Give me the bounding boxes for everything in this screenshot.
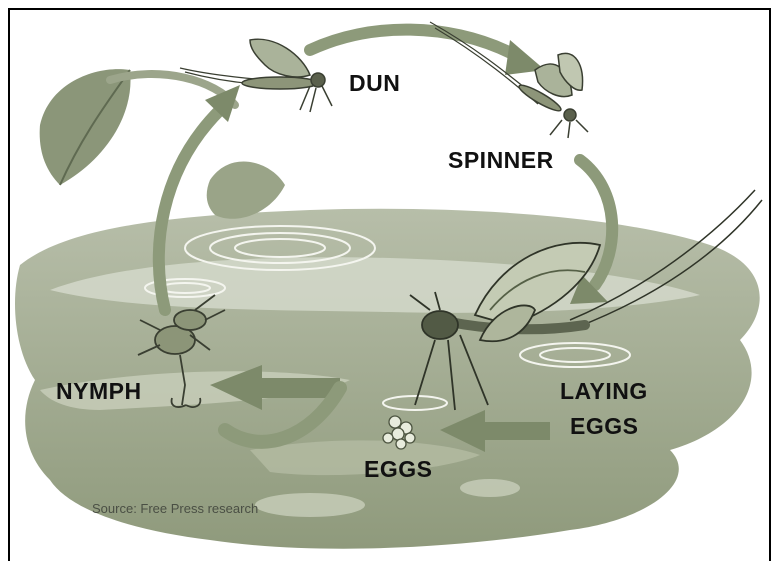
label-dun: DUN xyxy=(349,70,400,96)
label-eggs: EGGS xyxy=(364,456,432,482)
mayfly-spinner-icon xyxy=(430,22,588,138)
diagram-frame: DUN SPINNER LAYING EGGS EGGS NYMPH Sourc… xyxy=(8,8,771,561)
label-laying-eggs-line1: LAYING xyxy=(560,378,648,404)
label-laying-eggs-line2: EGGS xyxy=(570,413,638,439)
source-credit: Source: Free Press research xyxy=(92,501,258,516)
label-nymph: NYMPH xyxy=(56,378,142,404)
label-spinner: SPINNER xyxy=(448,147,554,173)
